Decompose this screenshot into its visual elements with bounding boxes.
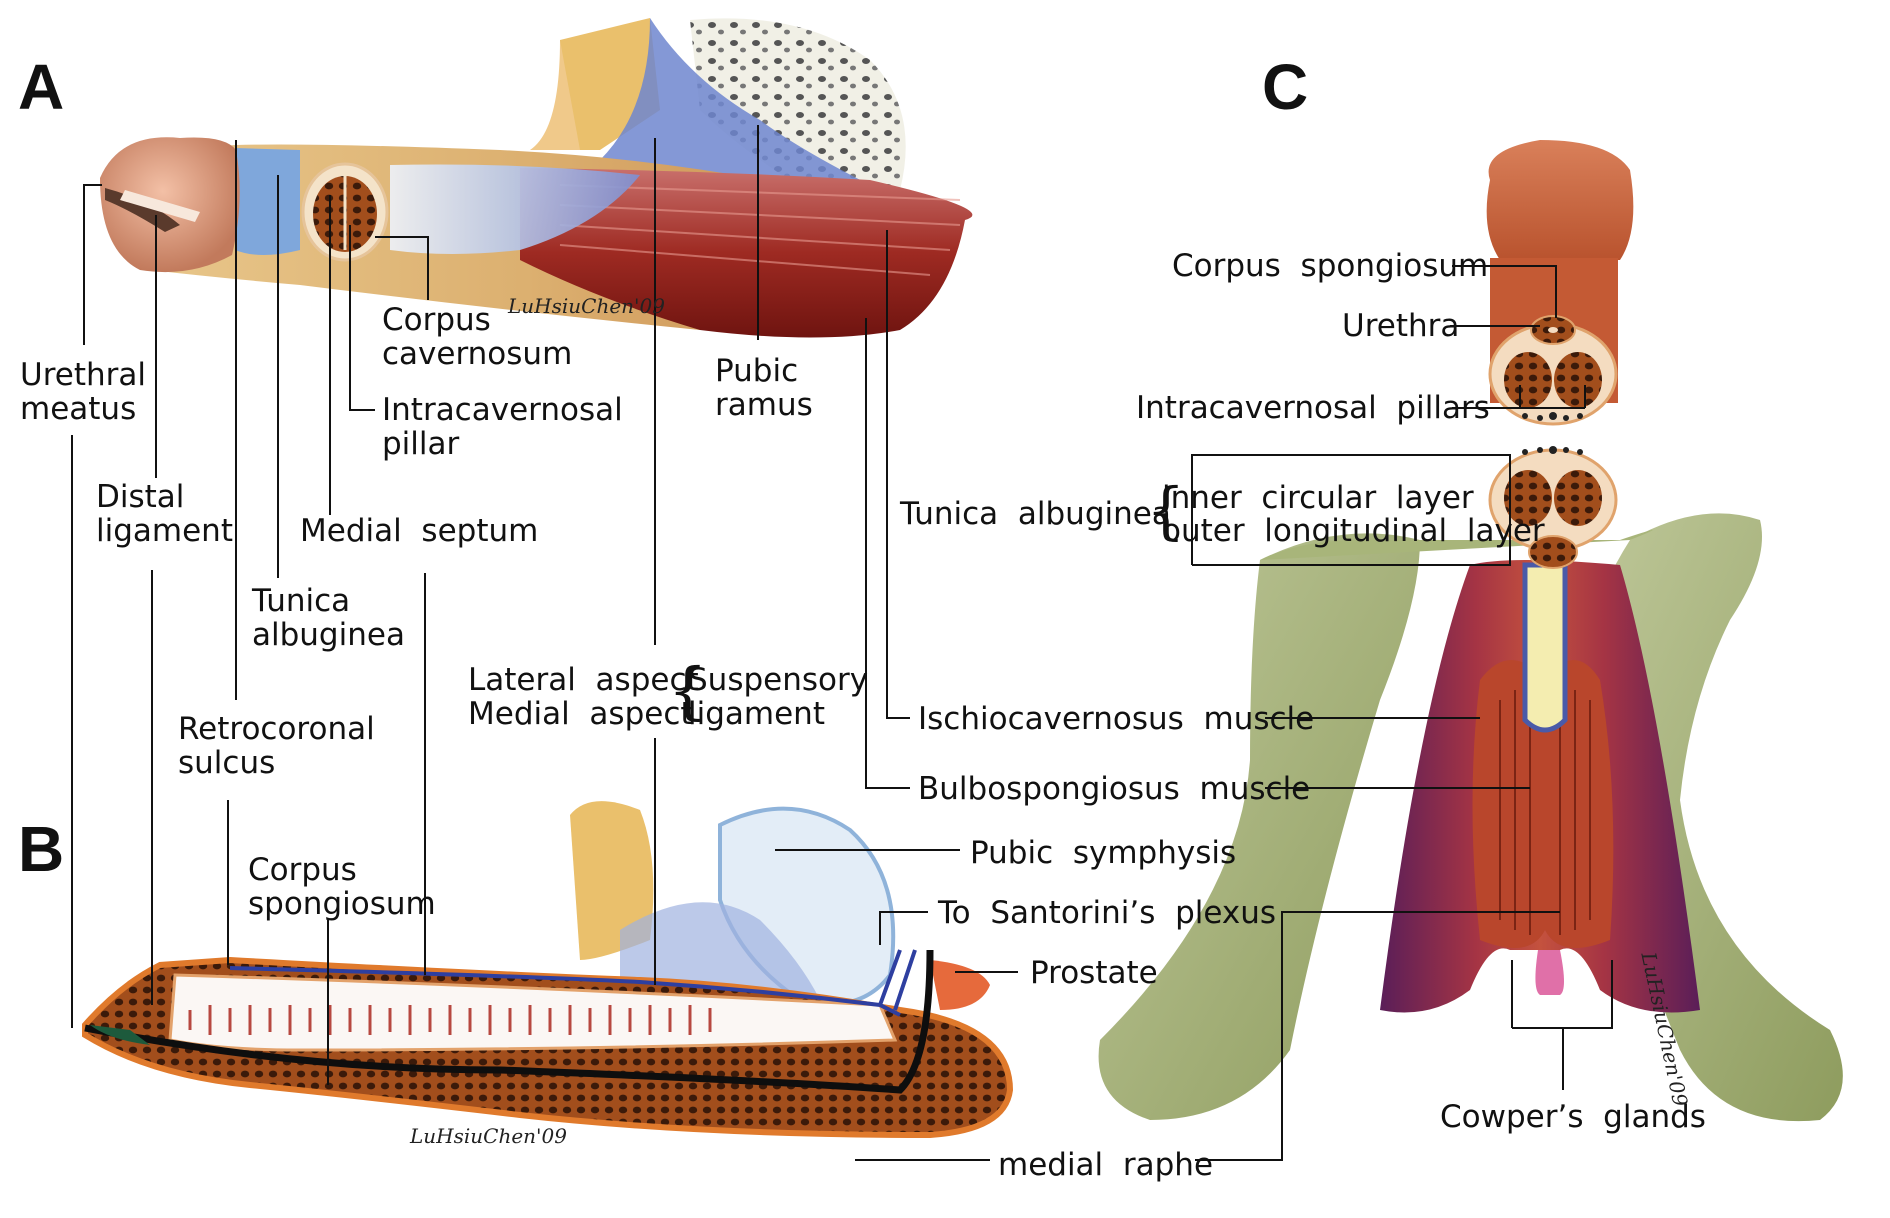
- left-cavernosum-bottom: [1504, 470, 1552, 526]
- spongiosum-bottom: [1528, 535, 1578, 569]
- label-medial-raphe: medial raphe: [998, 1147, 1214, 1183]
- right-cavernosum-bottom: [1554, 470, 1602, 526]
- arch-top: [1260, 530, 1653, 560]
- left-cavernosum-top: [1504, 352, 1552, 408]
- cowpers-gland-shape: [1535, 950, 1564, 995]
- bulbospongiosus-muscle-c: [1472, 660, 1614, 948]
- glans-c: [1486, 140, 1634, 260]
- label-corpus-cavernosum: Corpus cavernosum: [382, 302, 573, 372]
- artist-signature-b: LuHsiuChen'09: [410, 1124, 567, 1148]
- label-pubic-ramus: Pubic ramus: [715, 353, 813, 423]
- bulbo-fibers: [1499, 690, 1591, 935]
- panel-letter-c: C: [1262, 51, 1309, 123]
- label-inner-circular-layer: inner circular layer: [1162, 480, 1474, 516]
- label-bulbospongiosus-muscle: Bulbospongiosus muscle: [918, 771, 1311, 807]
- fat-b: [570, 801, 654, 960]
- panel-letter-a: A: [18, 51, 65, 123]
- pubic-ramus-bone: [690, 18, 906, 201]
- label-cowpers-glands: Cowper’s glands: [1440, 1099, 1706, 1135]
- meatus-highlight: [120, 190, 200, 222]
- label-tunica-albuginea-a: Tunica albuginea: [252, 583, 405, 653]
- label-urethra: Urethra: [1342, 308, 1460, 344]
- pubic-arch-left: [1098, 533, 1420, 1120]
- label-urethral-meatus: Urethral meatus: [20, 357, 146, 427]
- leader-lines: [71, 125, 1613, 1161]
- label-intracavernosal-pillars: Intracavernosal pillars: [1136, 390, 1490, 426]
- label-tunica-albuginea-c: Tunica albuginea: [900, 496, 1171, 532]
- panel-a-drawing: [100, 18, 973, 338]
- label-pubic-symphysis: Pubic symphysis: [970, 835, 1237, 871]
- right-cavernosum-top: [1554, 352, 1602, 408]
- muscle-fibers: [559, 184, 961, 276]
- distal-ligament-shape: [235, 148, 300, 255]
- urethra-b: [84, 949, 934, 1094]
- tunica-brace: {: [1146, 474, 1186, 547]
- vessel-dots: [1522, 412, 1583, 455]
- suspensory-ligament-shape: [600, 18, 880, 190]
- ligament-b: [620, 902, 820, 1000]
- label-suspensory-ligament: Suspensory ligament: [688, 662, 869, 732]
- central-septum-c: [1522, 562, 1568, 733]
- label-retrocoronal-sulcus: Retrocoronal sulcus: [178, 711, 375, 781]
- panel-c-drawing: [1098, 140, 1843, 1122]
- label-distal-ligament: Distal ligament: [96, 479, 233, 549]
- suspensory-brace: {: [668, 654, 708, 727]
- septum-striations: [188, 1005, 712, 1035]
- label-medial-septum: Medial septum: [300, 513, 539, 549]
- urethra-lumen: [1548, 327, 1558, 333]
- label-santorini-plexus: To Santorini’s plexus: [938, 895, 1277, 931]
- panel-letter-b: B: [18, 813, 65, 885]
- ischiocavernosus-muscle-shape: [520, 168, 973, 338]
- label-ischiocavernosus-muscle: Ischiocavernosus muscle: [918, 701, 1315, 737]
- artist-signature-a: LuHsiuChen'09: [508, 294, 665, 318]
- label-intracavernosal-pillar: Intracavernosal pillar: [382, 392, 623, 462]
- dorsal-vein: [229, 966, 901, 1017]
- label-corpus-spongiosum-b: Corpus spongiosum: [248, 852, 436, 922]
- fossa: [90, 1025, 150, 1045]
- tunica-region: [390, 164, 640, 254]
- label-outer-longitudinal-layer: outer longitudinal layer: [1162, 513, 1545, 549]
- label-prostate: Prostate: [1030, 955, 1158, 991]
- panel-b-drawing: [82, 801, 1014, 1139]
- fat-edge: [530, 40, 580, 150]
- label-suspensory-aspects: Lateral aspect Medial aspect: [468, 662, 699, 732]
- vein-to-plexus: [878, 949, 917, 1011]
- label-corpus-spongiosum-c: Corpus spongiosum: [1172, 248, 1489, 284]
- prostate-shape: [930, 960, 990, 1010]
